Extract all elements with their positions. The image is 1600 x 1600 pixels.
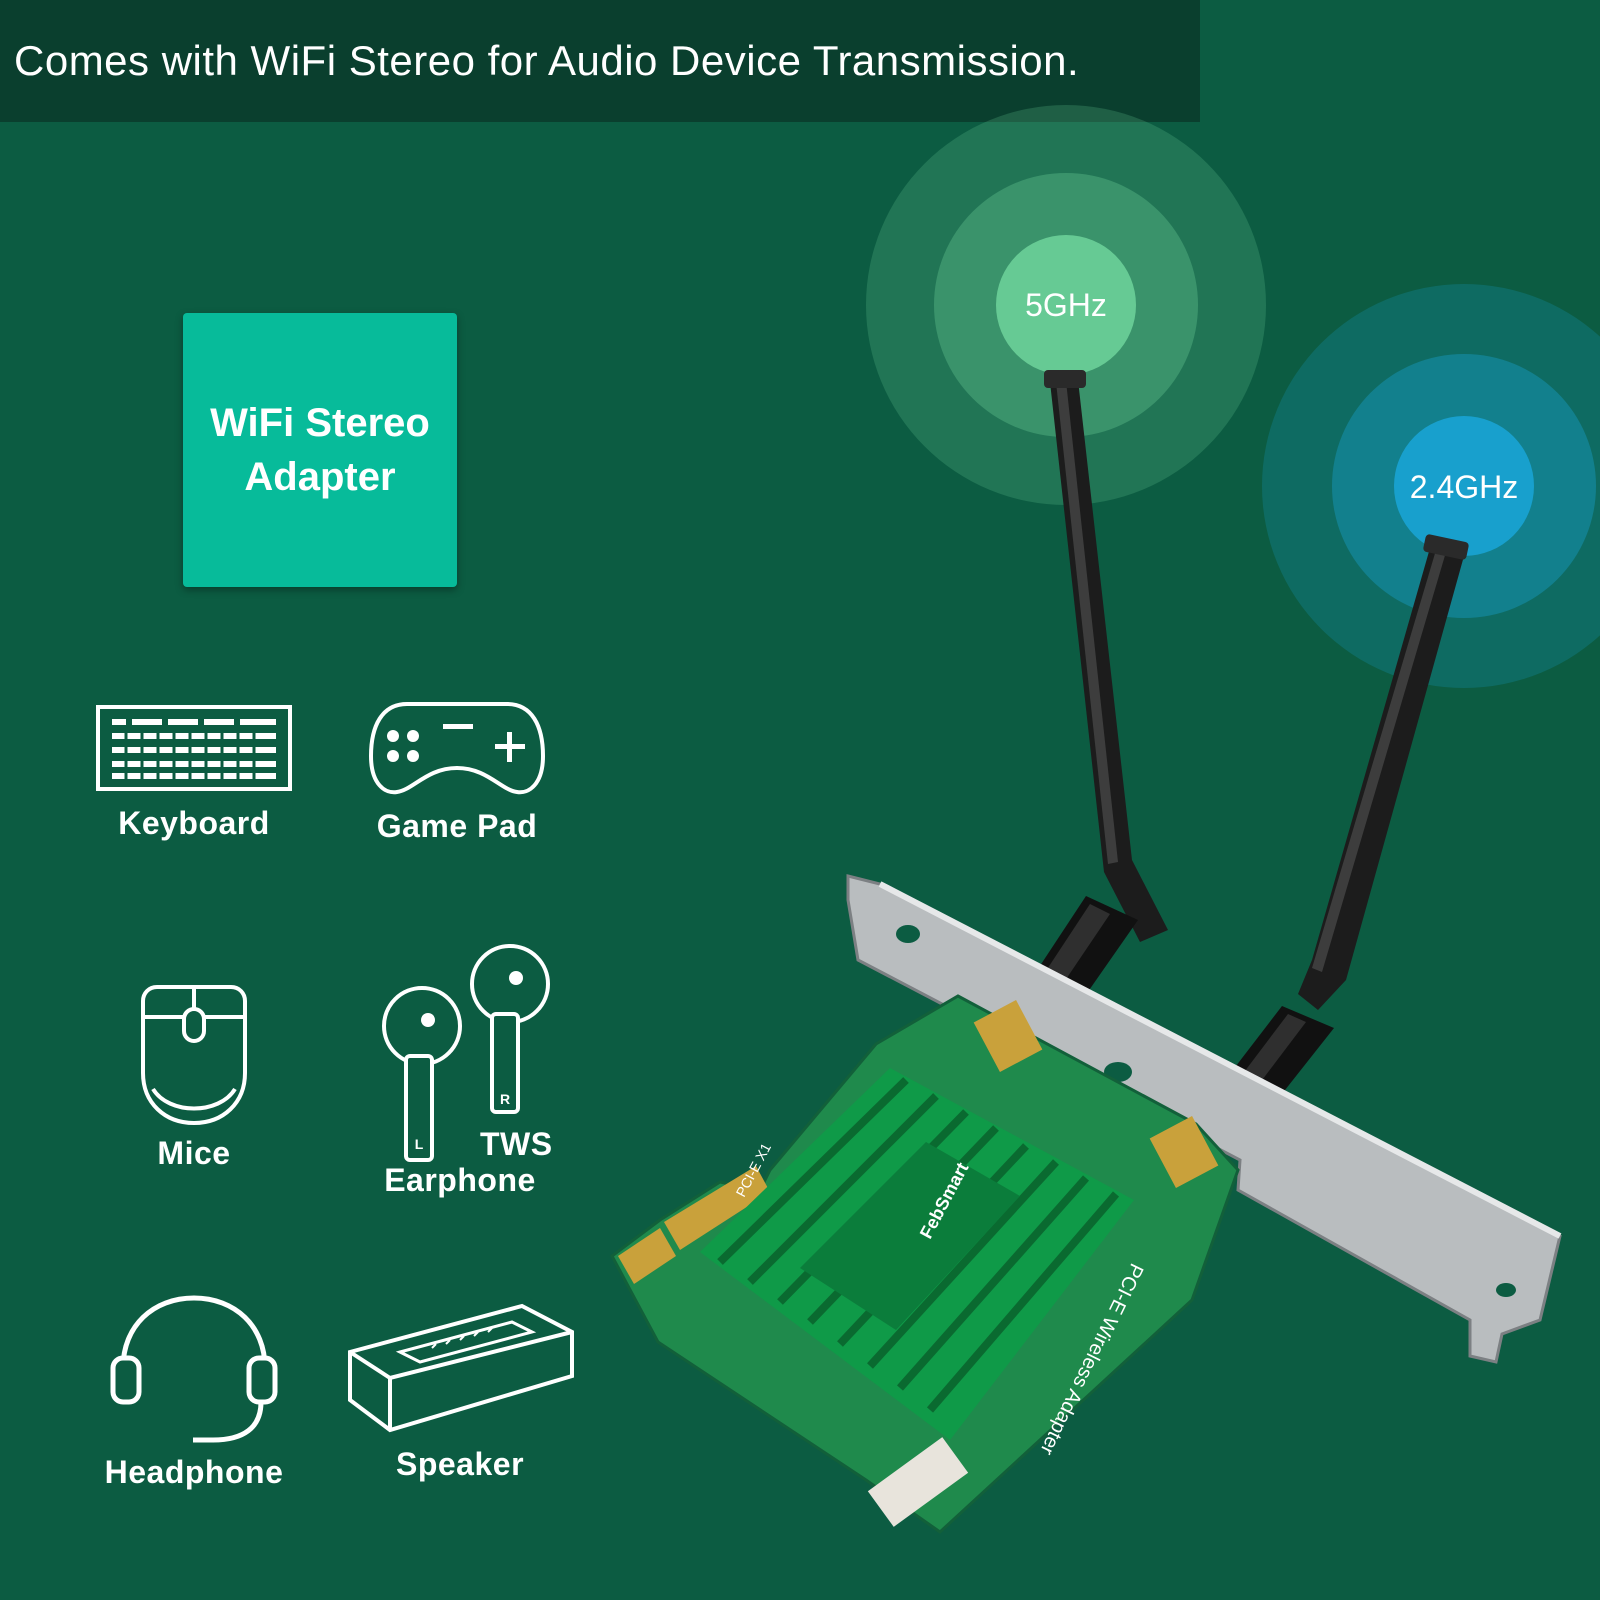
device-headphone-label: Headphone bbox=[104, 1454, 284, 1490]
top-banner: Comes with WiFi Stereo for Audio Device … bbox=[0, 0, 1200, 122]
band-5ghz-label: 5GHz bbox=[1025, 287, 1107, 323]
device-earphone-label-line2: Earphone bbox=[384, 1162, 536, 1198]
device-headphone: Headphone bbox=[64, 1294, 324, 1490]
antenna-24ghz bbox=[1216, 534, 1469, 1114]
device-speaker: Speaker bbox=[330, 1302, 590, 1482]
device-gamepad: Game Pad bbox=[327, 698, 587, 844]
signal-5ghz-rings bbox=[866, 105, 1266, 505]
earphone-icon: R L bbox=[382, 944, 550, 1162]
wifi-stereo-adapter-badge: WiFi Stereo Adapter bbox=[183, 313, 457, 587]
device-gamepad-label: Game Pad bbox=[376, 808, 538, 844]
keyboard-icon bbox=[96, 705, 292, 791]
adapter-badge-line1: WiFi Stereo bbox=[210, 401, 430, 445]
earphone-left-mark: L bbox=[415, 1136, 424, 1152]
adapter-badge-line2: Adapter bbox=[244, 455, 396, 499]
heatsink bbox=[700, 1068, 1134, 1440]
device-mouse: Mice bbox=[64, 985, 324, 1171]
device-tws-earphone: R L TWS Earphone bbox=[330, 944, 590, 1204]
earphone-right-mark: R bbox=[500, 1091, 510, 1107]
speaker-icon bbox=[348, 1303, 574, 1433]
pcie-card: FebSmart PCI-E Wireless Adapter PCI-E X1 bbox=[610, 994, 1240, 1534]
antenna-connectors bbox=[973, 1000, 1219, 1188]
device-earphone-label-line1: TWS bbox=[480, 1126, 553, 1162]
band-24ghz-label: 2.4GHz bbox=[1410, 469, 1518, 505]
gamepad-icon bbox=[368, 702, 546, 795]
device-keyboard: Keyboard bbox=[64, 705, 324, 841]
headphone-icon bbox=[110, 1295, 278, 1443]
device-keyboard-label: Keyboard bbox=[118, 805, 270, 841]
device-mouse-label: Mice bbox=[157, 1135, 231, 1171]
device-speaker-label: Speaker bbox=[395, 1446, 525, 1482]
pcie-bracket bbox=[846, 874, 1562, 1364]
banner-text: Comes with WiFi Stereo for Audio Device … bbox=[14, 37, 1080, 84]
pcie-gold-fingers bbox=[618, 1166, 770, 1284]
signal-24ghz-rings bbox=[1262, 284, 1600, 688]
pcb-header-connector bbox=[867, 1437, 969, 1527]
mouse-icon bbox=[141, 985, 247, 1126]
